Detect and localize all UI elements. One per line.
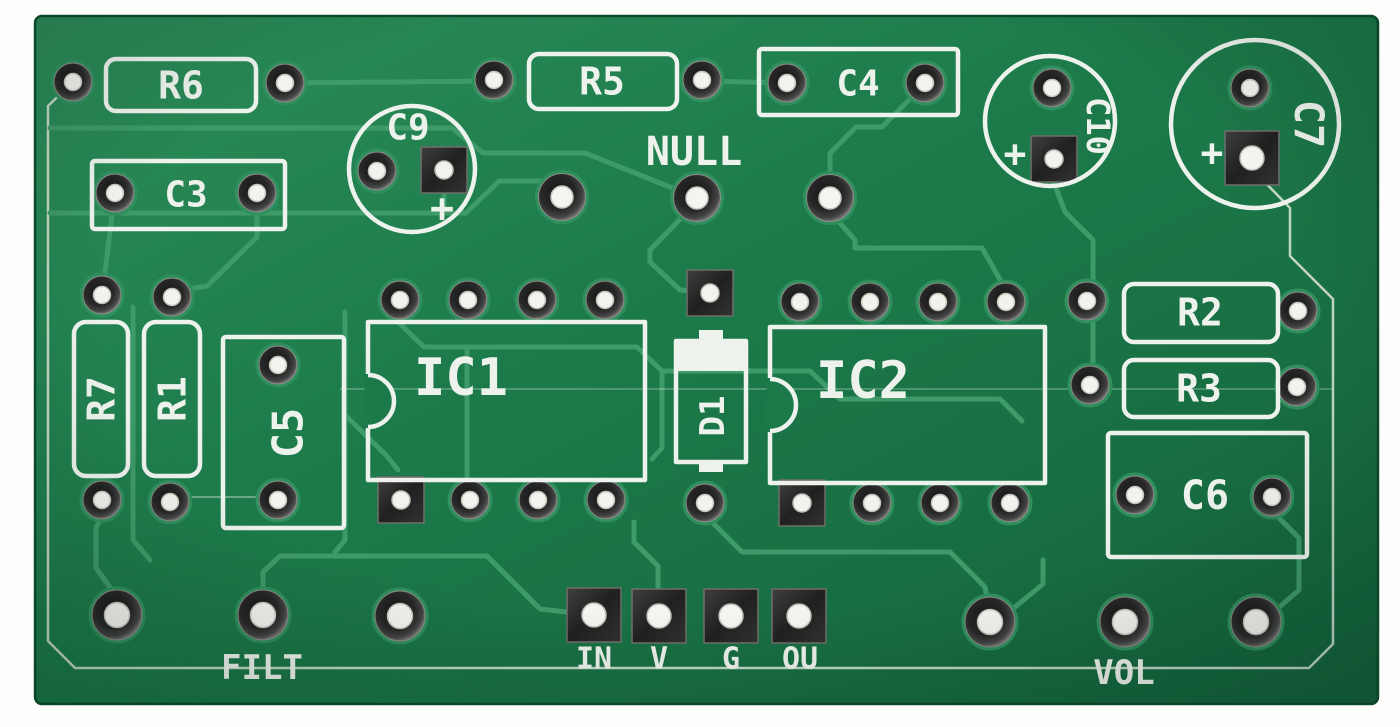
vignette-overlay	[35, 16, 1378, 704]
